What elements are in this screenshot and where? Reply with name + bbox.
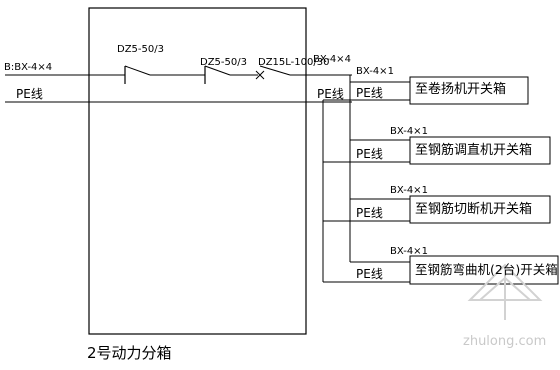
branch-4-pe: PE线 — [356, 267, 383, 281]
branch-4-destination: 至钢筋弯曲机(2台)开关箱 — [415, 262, 558, 277]
branch-4-box — [409, 255, 559, 285]
watermark-logo — [467, 263, 543, 320]
breaker-1-blade — [124, 65, 151, 76]
branch-3-pe: PE线 — [356, 206, 383, 220]
branch-1-box — [409, 76, 529, 105]
breaker-1-label: DZ5-50/3 — [117, 44, 164, 55]
distribution-box-outline — [88, 7, 307, 335]
branch-1-cable: BX-4×1 — [356, 66, 394, 77]
branch-3-destination: 至钢筋切断机开关箱 — [415, 202, 533, 217]
watermark-text: zhulong.com — [463, 334, 547, 349]
bus-pe-label: PE线 — [317, 87, 344, 101]
breaker-3-label: DZ15L-100/30 — [258, 57, 330, 68]
branch-1-pe: PE线 — [356, 86, 383, 100]
breaker-2-blade — [204, 65, 231, 76]
outgoing-cable-label: BX-4×4 — [313, 54, 351, 65]
branch-4-cable: BX-4×1 — [390, 246, 428, 257]
branch-1-destination: 至卷扬机开关箱 — [415, 82, 507, 97]
breaker-2-label: DZ5-50/3 — [200, 57, 247, 68]
branch-2-box — [409, 136, 551, 165]
branch-2-destination: 至钢筋调直机开关箱 — [415, 143, 533, 158]
pe-line-label: PE线 — [16, 87, 43, 101]
branch-2-pe: PE线 — [356, 147, 383, 161]
breaker-3-cross-b — [255, 70, 265, 80]
branch-3-cable: BX-4×1 — [390, 185, 428, 196]
incoming-cable-label: B:BX-4×4 — [4, 62, 53, 73]
branch-2-cable: BX-4×1 — [390, 126, 428, 137]
branch-3-box — [409, 195, 551, 224]
box-title: 2号动力分箱 — [87, 344, 172, 362]
breaker-3-blade — [259, 65, 291, 76]
